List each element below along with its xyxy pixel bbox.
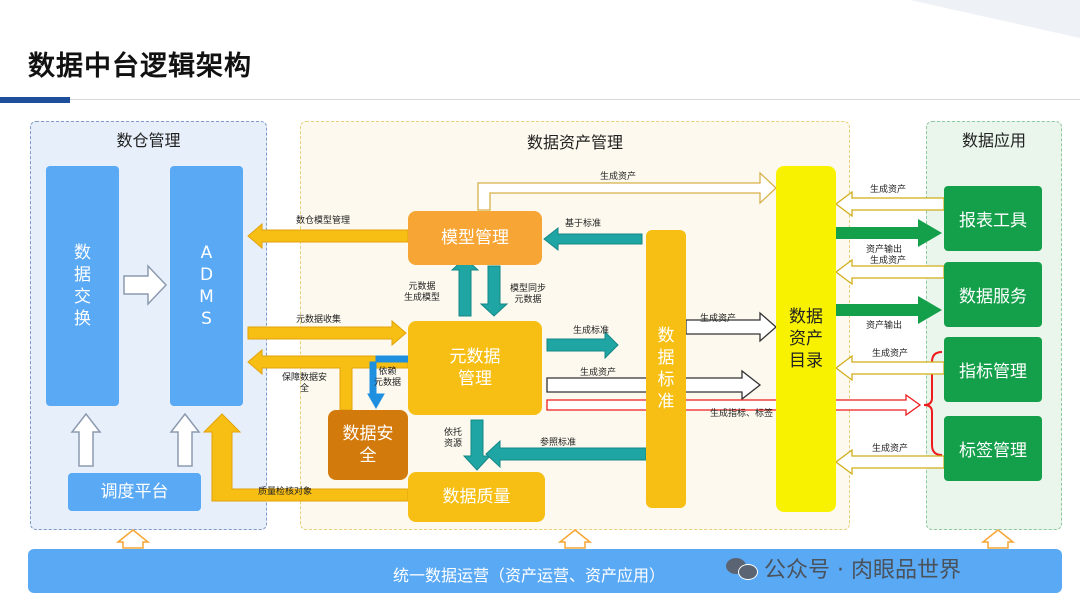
- ref-std-arrow: [485, 439, 647, 469]
- tag-management-label: 标签管理: [959, 441, 1027, 461]
- schedule-to-adms-arrow: [169, 412, 201, 467]
- data-security-box[interactable]: 数据安 全: [328, 410, 408, 480]
- label-asset-output-2: 资产输出: [866, 321, 903, 331]
- label-ensure-security: 保障数据安 全: [282, 373, 328, 394]
- unified-operations-label: 统一数据运营（资产运营、资产应用）: [393, 566, 666, 585]
- label-ref-std: 参照标准: [540, 438, 577, 448]
- label-asset-output-1: 资产输出: [866, 245, 903, 255]
- label-gen-asset-top: 生成资产: [600, 172, 637, 182]
- based-std-arrow: [543, 226, 643, 252]
- wechat-icon: [726, 556, 758, 580]
- adms-label: ADMS: [199, 243, 214, 329]
- label-meta-gen-model: 元数据 生成模型: [404, 282, 441, 303]
- data-service-label: 数据服务: [959, 287, 1027, 307]
- gen-std-arrow: [546, 330, 619, 360]
- adms-box[interactable]: ADMS: [170, 166, 243, 406]
- label-gen-asset-std: 生成资产: [700, 314, 737, 324]
- label-rely-resource: 依托 资源: [444, 428, 463, 449]
- label-quality-obj: 质量检核对象: [258, 487, 313, 497]
- unified-operations-bar[interactable]: 统一数据运营（资产运营、资产应用）: [28, 549, 1062, 593]
- schedule-to-exchange-arrow: [70, 412, 102, 467]
- label-gen-asset-service: 生成资产: [870, 256, 907, 266]
- data-standard-box[interactable]: 数据标准: [646, 230, 686, 508]
- exchange-to-adms-arrow: [123, 264, 168, 306]
- asset-catalog-label: 数据 资产 目录: [789, 307, 823, 371]
- model-management-box[interactable]: 模型管理: [408, 211, 542, 265]
- label-meta-collect: 元数据收集: [296, 315, 342, 325]
- schedule-platform-label: 调度平台: [100, 482, 169, 502]
- report-to-catalog-arrow: [834, 190, 945, 218]
- label-dw-model: 数仓模型管理: [296, 216, 351, 226]
- label-gen-asset-tag: 生成资产: [872, 444, 909, 454]
- report-tool-label: 报表工具: [959, 211, 1027, 231]
- bottom-up-arrows: [115, 529, 1016, 549]
- data-exchange-label: 数据交换: [74, 243, 91, 329]
- label-gen-indicator-tag: 生成指标、标签: [710, 409, 774, 419]
- app-panel-title: 数据应用: [961, 131, 1026, 150]
- report-tool-box[interactable]: 报表工具: [944, 186, 1042, 251]
- tag-to-catalog-arrow: [834, 448, 945, 476]
- quality-obj-arrow: [202, 413, 409, 502]
- label-gen-std: 生成标准: [573, 326, 610, 336]
- watermark: 公众号 · 肉眼品世界: [726, 550, 1056, 586]
- asset-panel-title: 数据资产管理: [526, 133, 623, 152]
- std-to-catalog-arrow: [685, 311, 777, 343]
- label-gen-asset-report: 生成资产: [870, 185, 907, 195]
- dw-model-arrow: [247, 222, 409, 250]
- red-brace: [923, 351, 943, 456]
- model-management-label: 模型管理: [441, 228, 509, 248]
- label-model-sync: 模型同步 元数据: [510, 284, 547, 305]
- tag-management-box[interactable]: 标签管理: [944, 416, 1042, 481]
- page-title: 数据中台逻辑架构: [28, 51, 252, 82]
- catalog-to-service-arrow: [836, 296, 942, 324]
- data-service-box[interactable]: 数据服务: [944, 262, 1042, 327]
- indicator-to-catalog-arrow: [834, 354, 945, 382]
- data-quality-box[interactable]: 数据质量: [408, 472, 545, 522]
- indicator-management-label: 指标管理: [959, 362, 1027, 382]
- title-underline-accent: [0, 97, 70, 103]
- schedule-platform-box[interactable]: 调度平台: [68, 473, 201, 511]
- label-based-std: 基于标准: [565, 219, 602, 229]
- data-quality-label: 数据质量: [442, 487, 511, 507]
- model-to-catalog-arrow: [477, 171, 777, 211]
- watermark-text: 公众号 · 肉眼品世界: [764, 558, 961, 583]
- data-standard-label: 数据标准: [657, 326, 675, 412]
- label-gen-asset-indicator: 生成资产: [872, 349, 909, 359]
- asset-catalog-box[interactable]: 数据 资产 目录: [776, 166, 836, 512]
- model-to-meta-arrow: [479, 265, 509, 317]
- data-exchange-box[interactable]: 数据交换: [46, 166, 119, 406]
- service-to-catalog-arrow: [834, 258, 945, 286]
- indicator-management-box[interactable]: 指标管理: [944, 337, 1042, 402]
- meta-collect-arrow: [247, 319, 407, 347]
- depend-meta-arrow: [367, 355, 409, 410]
- metadata-management-label: 元数据 管理: [449, 347, 501, 389]
- title-divider: [70, 99, 1080, 100]
- corner-decoration: [910, 0, 1080, 38]
- security-arrow: [247, 348, 409, 411]
- meta-to-model-arrow: [450, 257, 480, 317]
- data-security-label: 数据安 全: [342, 424, 394, 466]
- metadata-management-box[interactable]: 元数据 管理: [408, 321, 542, 415]
- label-depend-meta: 依赖 元数据: [374, 367, 402, 388]
- warehouse-panel-title: 数仓管理: [116, 131, 181, 150]
- label-gen-asset-meta: 生成资产: [580, 368, 617, 378]
- catalog-to-report-arrow: [836, 219, 942, 247]
- rely-resource-arrow: [462, 419, 492, 471]
